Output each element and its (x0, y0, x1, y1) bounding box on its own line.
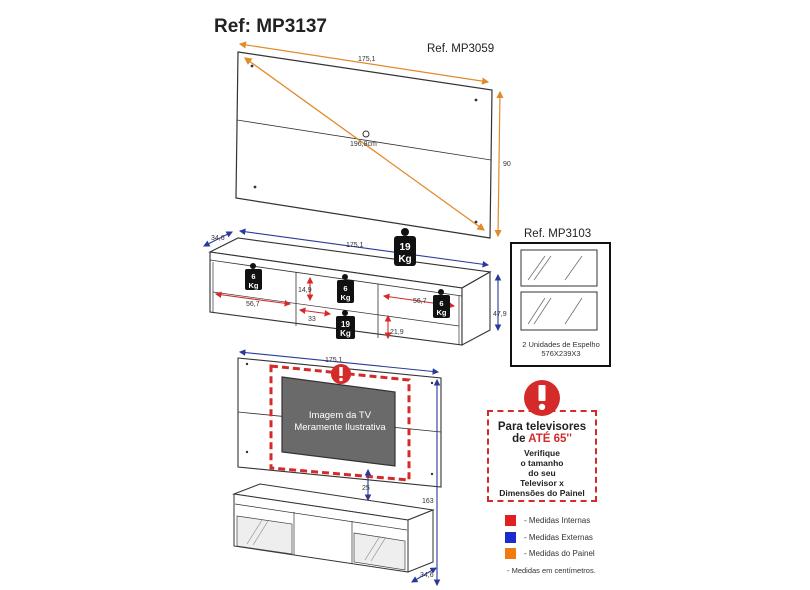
mirror-reference: Ref. MP3103 (524, 228, 592, 240)
assembly-width-label: 175,1 (325, 357, 343, 364)
panel-width-label: 175,1 (358, 56, 376, 63)
svg-text:19: 19 (399, 242, 411, 253)
svg-text:Kg: Kg (398, 254, 411, 265)
legend-swatch-red (505, 515, 516, 526)
tv-size-notice: Para televisores de ATÉ 65'' Verifique o… (487, 410, 597, 502)
rack-width-label: 175,1 (346, 242, 364, 249)
legend-note: - Medidas em centímetros. (507, 566, 596, 575)
legend-internal: - Medidas Internas (505, 515, 590, 526)
middle-width-label: 33 (308, 316, 316, 323)
legend-swatch-orange (505, 548, 516, 559)
right-height-label: 21,9 (390, 329, 404, 336)
legend-swatch-blue (505, 532, 516, 543)
notice-line-1: Para televisores (497, 421, 587, 433)
svg-text:Kg: Kg (249, 281, 259, 290)
panel-height-label: 90 (503, 161, 511, 168)
mirror-caption-1: 2 Unidades de Espelho (522, 340, 600, 349)
warning-icon (331, 364, 351, 384)
svg-text:Kg: Kg (437, 308, 447, 317)
legend-external: - Medidas Externas (505, 532, 593, 543)
top-panel (235, 41, 504, 239)
weight-badge-middle: 6 Kg (337, 274, 354, 303)
assembly-rack (232, 483, 437, 583)
legend-panel: - Medidas do Painel (505, 548, 595, 559)
tv-caption-1: Imagem da TV (309, 410, 372, 421)
assembly-panel (237, 349, 442, 587)
notice-line-2: de ATÉ 65'' (512, 433, 572, 445)
rack-depth-label: 34,6 (211, 235, 225, 242)
niche-left-label: 56,7 (246, 301, 260, 308)
main-reference: Ref: MP3137 (214, 16, 327, 37)
mirror-box (510, 242, 611, 367)
panel-diagonal-label: 196,8cm (350, 141, 377, 148)
weight-badge-left: 6 Kg (245, 263, 262, 290)
rack-height-label: 47,9 (493, 311, 507, 318)
weight-badge-right: 6 Kg (433, 289, 450, 318)
mirror-caption-2: 576X239X3 (541, 349, 580, 358)
svg-text:19: 19 (341, 320, 350, 329)
assembly-height-label: 163 (422, 498, 434, 505)
rack-unit (203, 228, 502, 346)
svg-text:Kg: Kg (341, 293, 351, 302)
svg-text:Kg: Kg (340, 329, 351, 338)
notice-body: Verifique o tamanho do seu Televisor x D… (499, 448, 585, 498)
middle-height-label: 14,9 (298, 287, 312, 294)
svg-text:6: 6 (251, 272, 255, 281)
weight-badge-top: 19 Kg (394, 228, 416, 266)
tv-caption-2: Meramente Ilustrativa (294, 422, 386, 433)
assembly-gap-label: 25 (362, 485, 370, 492)
notice-warning-icon (524, 380, 560, 416)
svg-text:6: 6 (343, 284, 347, 293)
svg-text:6: 6 (439, 299, 443, 308)
weight-badge-bottom: 19 Kg (336, 310, 355, 339)
niche-right-label: 56,7 (413, 298, 427, 305)
